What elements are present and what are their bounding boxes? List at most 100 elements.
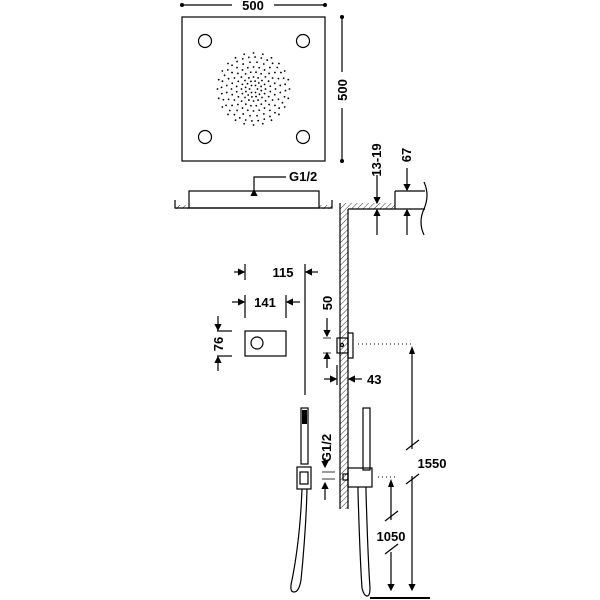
nozzle [231, 82, 234, 85]
nozzle [270, 119, 273, 122]
height-dimensions: 1550 1050 [370, 346, 446, 599]
nozzle [221, 70, 224, 72]
break-mark [405, 473, 420, 485]
dim-head-width: 500 [242, 0, 264, 13]
nozzle [221, 106, 224, 108]
nozzle [249, 114, 251, 117]
nozzle [251, 95, 253, 98]
nozzle [260, 103, 263, 105]
holder-inner [299, 471, 309, 485]
nozzle [258, 93, 261, 96]
nozzle [269, 115, 271, 118]
nozzle [227, 77, 230, 80]
nozzle [267, 80, 270, 83]
nozzle [252, 52, 255, 54]
nozzle [236, 109, 238, 112]
nozzle [287, 97, 290, 100]
nozzle [250, 91, 253, 94]
nozzle [217, 78, 220, 81]
nozzle [254, 91, 257, 94]
dim-valve-offset: 50 [320, 296, 335, 310]
nozzle [244, 119, 247, 121]
arrow [409, 346, 415, 354]
nozzle [236, 60, 238, 63]
nozzle [263, 107, 266, 109]
nozzle [242, 113, 245, 115]
nozzle [249, 71, 252, 74]
nozzle [241, 83, 244, 86]
dim-ceiling-gap: 13-19 [369, 143, 384, 176]
nozzle [217, 97, 220, 100]
nozzle [241, 69, 244, 71]
wall-outlet [347, 467, 373, 488]
nozzle [260, 85, 262, 88]
dim-plate-width: 141 [254, 295, 276, 310]
nozzle [246, 66, 249, 69]
nozzle [222, 98, 225, 101]
arrow [388, 479, 394, 487]
nozzle [273, 93, 276, 96]
break-mark [384, 510, 399, 522]
handshower-handle [300, 407, 309, 465]
nozzle [268, 103, 270, 106]
dim-dot [180, 3, 184, 7]
nozzle [274, 111, 276, 114]
nozzle [277, 77, 280, 80]
nozzle [261, 79, 263, 82]
head-body [188, 190, 320, 209]
nozzle [248, 88, 251, 90]
nozzle [277, 98, 280, 101]
handshower-side-view [342, 407, 373, 597]
nozzle [263, 83, 266, 86]
hose [357, 487, 371, 597]
nozzle [248, 77, 250, 79]
nozzle [271, 99, 274, 101]
nozzle [234, 119, 237, 122]
nozzle [235, 90, 238, 93]
nozzle [252, 124, 255, 126]
nozzle [274, 88, 277, 90]
nozzle [233, 113, 236, 116]
nozzle [257, 77, 259, 79]
dim-arm-height: 67 [399, 148, 414, 162]
nozzle [273, 82, 276, 85]
nozzle [268, 72, 270, 75]
valve-front-view: 115 141 76 [211, 264, 318, 395]
nozzle [264, 75, 267, 78]
nozzle [276, 66, 279, 69]
dim-valve-depth: 115 [273, 265, 294, 280]
dim-head-depth: 500 [335, 79, 350, 101]
nozzle [288, 88, 291, 90]
ceiling-arm [394, 190, 425, 210]
nozzle [241, 57, 244, 60]
dim-inlet-handshower: G1/2 [319, 434, 334, 462]
nozzle [252, 110, 255, 112]
wall-section: 13-19 67 [339, 143, 428, 509]
nozzle [270, 56, 273, 59]
dim-dot [323, 3, 327, 7]
nozzle [257, 99, 259, 101]
valve-plate-side [347, 332, 354, 359]
wall-hatch [340, 209, 348, 509]
shower-head-top-view: 500 500 [180, 0, 350, 163]
nozzle [278, 113, 280, 116]
nozzle [238, 117, 241, 119]
nozzle [246, 82, 249, 85]
nozzle [250, 84, 253, 87]
nozzle [264, 100, 267, 102]
nozzle [223, 74, 226, 77]
nozzle [264, 88, 267, 90]
nozzle [280, 71, 282, 74]
nozzle [240, 76, 243, 78]
nozzle [231, 64, 233, 67]
nozzle [243, 122, 246, 125]
valve-stem [339, 342, 345, 348]
nozzle [244, 79, 246, 82]
nozzle [227, 62, 229, 65]
nozzle [255, 71, 257, 74]
ceiling-hatch [175, 205, 189, 209]
nozzle [250, 104, 252, 107]
nozzle [252, 66, 255, 68]
nozzle [279, 91, 282, 94]
nozzle [252, 76, 255, 78]
